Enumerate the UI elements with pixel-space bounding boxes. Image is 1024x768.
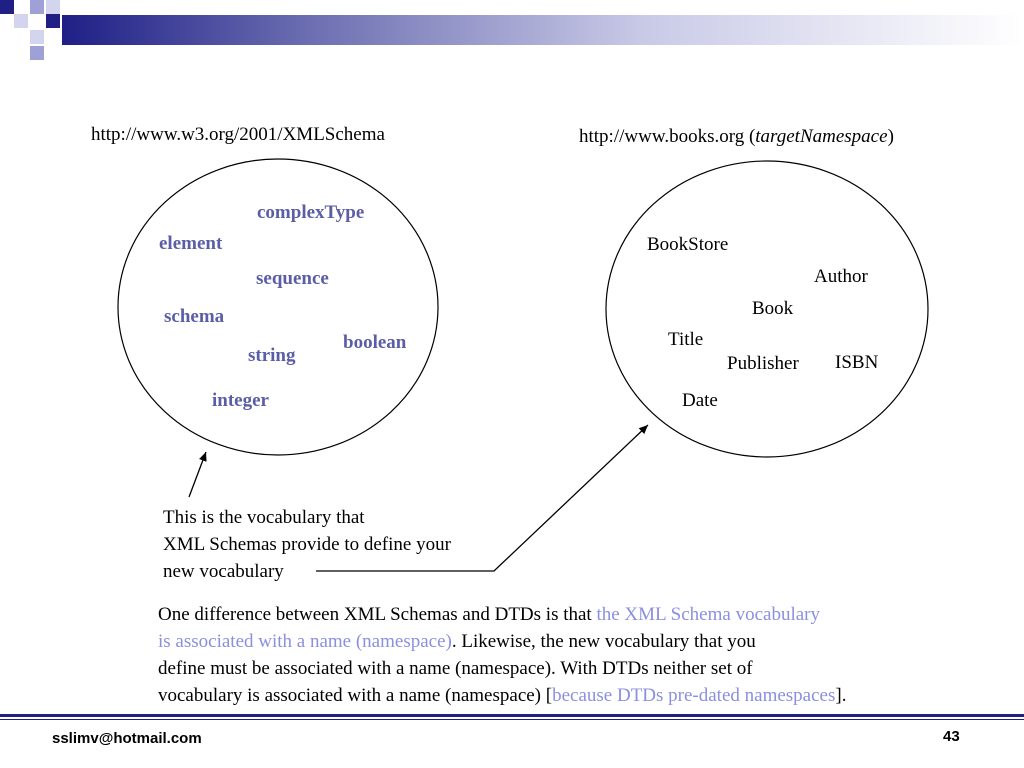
logo-square [30, 30, 44, 44]
term-publisher: Publisher [727, 353, 799, 374]
note-highlight: the XML Schema vocabulary [596, 604, 820, 625]
books-url-close: ) [887, 126, 894, 147]
term-integer: integer [212, 390, 269, 411]
footer-rule [0, 714, 1024, 717]
logo-square [14, 0, 28, 14]
vocabulary-callout: This is the vocabulary that XML Schemas … [163, 504, 451, 585]
books-url-text: http://www.books.org ( [579, 126, 756, 147]
note-line: One difference between XML Schemas and D… [158, 601, 846, 628]
books-namespace-circle [605, 160, 929, 458]
term-complextype: complexType [257, 202, 365, 223]
term-string: string [248, 345, 296, 366]
term-date: Date [682, 390, 718, 411]
target-namespace-label: targetNamespace [755, 126, 888, 147]
xml-schema-url: http://www.w3.org/2001/XMLSchema [91, 124, 385, 145]
note-text: . Likewise, the new vocabulary that you [451, 631, 756, 652]
note-highlight: is associated with a name (namespace) [158, 631, 452, 652]
arrow-to-books [316, 424, 649, 572]
term-isbn: ISBN [835, 352, 879, 373]
logo-square [46, 14, 60, 28]
callout-line: XML Schemas provide to define your [163, 534, 451, 555]
term-schema: schema [164, 306, 225, 327]
note-text: vocabulary is associated with a name (na… [158, 685, 553, 706]
term-title: Title [668, 329, 704, 350]
note-text: ]. [835, 685, 847, 706]
note-line: vocabulary is associated with a name (na… [158, 682, 846, 709]
callout-line: This is the vocabulary that [163, 507, 365, 528]
logo-square [30, 14, 44, 28]
books-url: http://www.books.org (targetNamespace) [579, 126, 894, 148]
term-boolean: boolean [343, 332, 407, 353]
logo-square [46, 0, 60, 14]
note-highlight: because DTDs pre-dated namespaces [552, 685, 836, 706]
note-line: define must be associated with a name (n… [158, 655, 846, 682]
note-text: define must be associated with a name (n… [158, 658, 753, 679]
term-bookstore: BookStore [647, 234, 729, 255]
footer-email: sslimv@hotmail.com [52, 730, 202, 747]
term-element: element [159, 233, 223, 254]
page-number: 43 [943, 728, 960, 745]
note-line: is associated with a name (namespace). L… [158, 628, 846, 655]
logo-square [30, 0, 44, 14]
logo-square [14, 14, 28, 28]
term-sequence: sequence [256, 268, 329, 289]
callout-line: new vocabulary [163, 561, 284, 582]
logo-square [0, 0, 14, 14]
note-text: One difference between XML Schemas and D… [158, 604, 597, 625]
explanation-paragraph: One difference between XML Schemas and D… [158, 601, 846, 709]
footer-rule-thin [0, 719, 1024, 720]
term-book: Book [752, 298, 794, 319]
term-author: Author [814, 266, 868, 287]
logo-square [30, 46, 44, 60]
arrow-to-xml-schema [188, 451, 207, 498]
header-gradient-bar [62, 15, 1024, 45]
xml-schema-namespace-circle [117, 158, 439, 456]
